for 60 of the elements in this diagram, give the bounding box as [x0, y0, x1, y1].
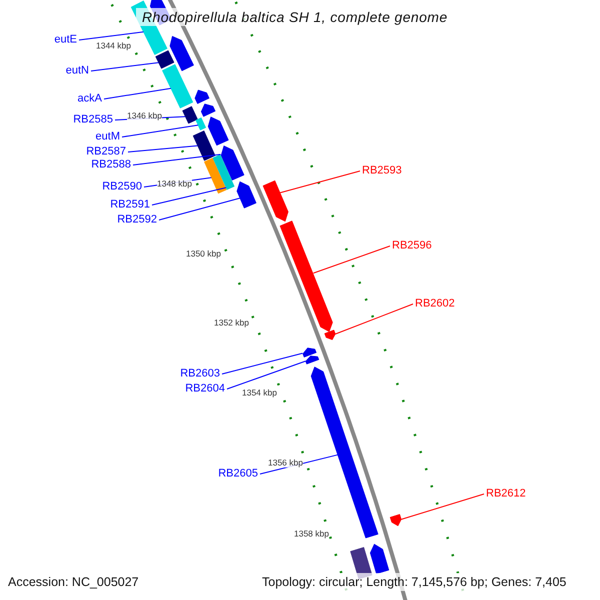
gene-label: RB2591	[110, 198, 150, 212]
gene-label: ackA	[78, 92, 102, 106]
leader-line	[312, 246, 390, 274]
leader-line	[122, 124, 199, 138]
gene-label: eutN	[66, 64, 89, 78]
gene-label: RB2593	[362, 164, 402, 178]
gene-bar	[162, 64, 194, 108]
leader-line	[280, 170, 360, 194]
leader-line	[152, 187, 227, 206]
gene-feature	[170, 36, 194, 72]
leader-line	[78, 31, 144, 40]
gene-feature	[200, 104, 216, 117]
gene-label: RB2612	[486, 488, 526, 500]
gene-label: eutE	[54, 34, 77, 46]
gene-bar	[212, 154, 235, 190]
leader-line	[90, 62, 160, 72]
gene-label: RB2588	[91, 158, 131, 172]
leader-line	[400, 494, 484, 520]
gene-bar	[192, 130, 216, 161]
gene-label: RB2590	[102, 180, 142, 194]
gene-label: RB2604	[185, 382, 225, 396]
leader-line	[226, 360, 306, 390]
gene-bar	[204, 158, 227, 194]
gene-bar	[155, 50, 174, 69]
gene-label: eutM	[96, 130, 120, 144]
gene-feature	[305, 356, 320, 364]
gene-feature	[390, 514, 402, 526]
leader-line	[132, 154, 222, 166]
genome-info-text: Topology: circular; Length: 7,145,576 bp; Genes: 7,405	[260, 573, 568, 591]
gene-feature	[236, 181, 256, 208]
gene-feature	[310, 366, 378, 538]
leader-line	[222, 352, 304, 374]
scale-label: 1344 kbp	[96, 42, 131, 50]
gene-feature	[370, 544, 390, 574]
leader-line	[104, 88, 172, 100]
scale-label: 1348 kbp	[157, 180, 192, 188]
gene-label: RB2585	[73, 114, 113, 126]
gene-feature	[280, 220, 333, 332]
gene-label: RB2605	[218, 468, 258, 480]
gene-feature	[262, 180, 288, 222]
gene-label: RB2602	[415, 298, 455, 310]
gene-label: RB2592	[117, 214, 157, 226]
gene-feature	[324, 330, 336, 340]
leader-line	[334, 304, 414, 334]
scale-label: 1352 kbp	[214, 318, 249, 328]
gene-label: RB2603	[180, 368, 220, 380]
scale-label: 1358 kbp	[294, 530, 329, 538]
gene-bar	[182, 106, 198, 124]
leader-line	[158, 198, 240, 220]
gene-feature	[220, 146, 244, 180]
scale-label: 1356 kbp	[268, 458, 303, 468]
leader-line	[128, 145, 198, 152]
gene-label: RB2596	[392, 240, 432, 252]
gene-label: RB2587	[86, 146, 126, 158]
scale-label: 1350 kbp	[186, 250, 221, 258]
scale-label: 1346 kbp	[127, 112, 162, 120]
gene-feature	[302, 348, 317, 358]
gene-feature	[194, 90, 210, 104]
gene-feature	[208, 116, 229, 146]
scale-label: 1354 kbp	[242, 388, 277, 398]
